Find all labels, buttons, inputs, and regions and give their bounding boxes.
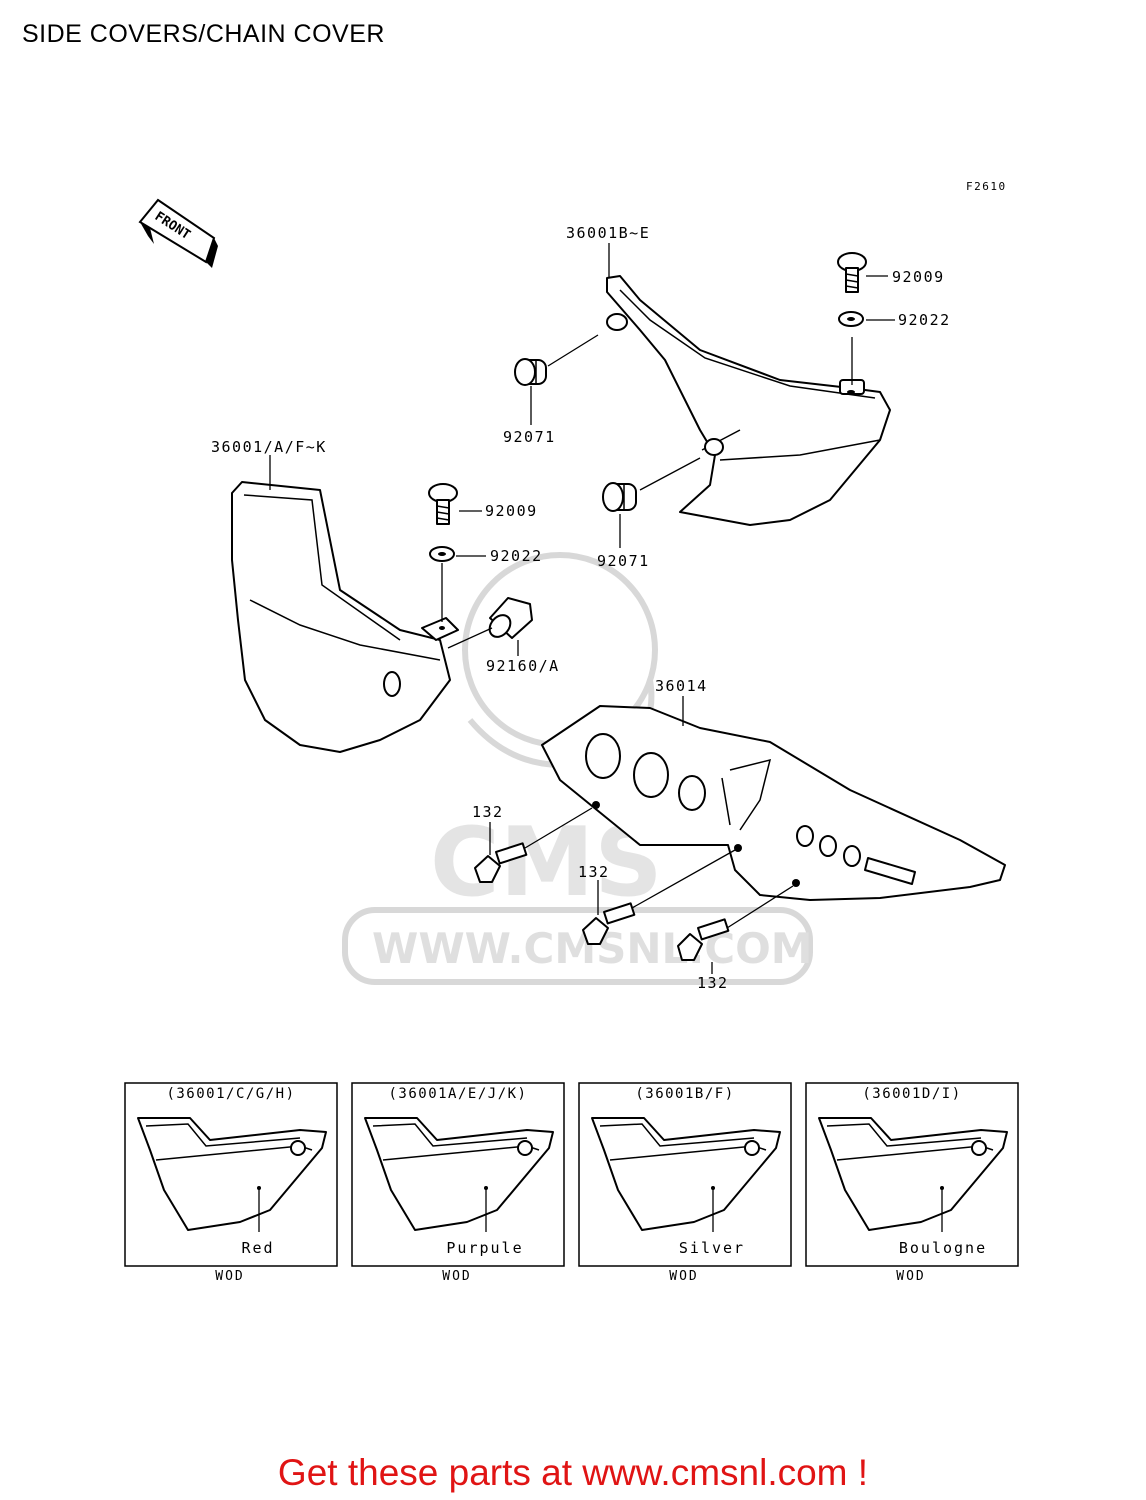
chain-cover [541, 705, 1006, 901]
variant-wod: WOD [442, 1269, 471, 1284]
footer-promo-link[interactable]: Get these parts at www.cmsnl.com ! [277, 1452, 869, 1493]
right-side-cover [606, 275, 891, 526]
label-132-a: 132 [472, 803, 504, 821]
variant-code: (36001D/I) [862, 1086, 961, 1102]
grommet-92071-a [514, 358, 547, 386]
variant-wod: WOD [669, 1269, 698, 1284]
label-36001b-e: 36001B~E [566, 224, 650, 242]
bolt-132-a [474, 842, 528, 883]
leader-lines [269, 243, 895, 974]
washer-92022-a [838, 311, 864, 327]
variant-color: Purpule [446, 1239, 523, 1257]
label-92071-b: 92071 [597, 552, 650, 570]
variant-panel-4: (36001D/I) Boulogne WOD [805, 1082, 1019, 1284]
label-92009-a: 92009 [892, 268, 945, 286]
label-132-b: 132 [578, 863, 610, 881]
label-92009-b: 92009 [485, 502, 538, 520]
variant-wod: WOD [896, 1269, 925, 1284]
grommet-92071-b [602, 482, 637, 512]
front-arrow-icon: FRONT [138, 198, 218, 268]
label-92160-a: 92160/A [486, 657, 560, 675]
screw-92009-a [837, 252, 867, 293]
variant-color: Boulogne [899, 1239, 987, 1257]
variant-code: (36001/C/G/H) [166, 1086, 295, 1102]
label-92022-b: 92022 [490, 547, 543, 565]
page-title: SIDE COVERS/CHAIN COVER [22, 20, 385, 48]
bolt-132-b [582, 902, 636, 945]
variant-panel-1: (36001/C/G/H) Red WOD [124, 1082, 338, 1284]
label-132-c: 132 [697, 974, 729, 992]
label-36001-a-f-k: 36001/A/F~K [211, 438, 327, 456]
bolt-132-c [677, 918, 730, 961]
parts-diagram: CMS WWW.CMSNL.COM F2610 FRONT [124, 180, 1019, 1284]
variant-panel-3: (36001B/F) Silver WOD [578, 1082, 792, 1284]
washer-92022-b [429, 546, 455, 562]
variant-color: Red [241, 1239, 274, 1257]
label-92022-a: 92022 [898, 311, 951, 329]
collar-92160 [488, 597, 533, 639]
label-92071-a: 92071 [503, 428, 556, 446]
label-36014: 36014 [655, 677, 708, 695]
screw-92009-b [428, 483, 458, 525]
left-side-cover [231, 481, 459, 753]
variant-color: Silver [679, 1239, 745, 1257]
variant-wod: WOD [215, 1269, 244, 1284]
figure-code: F2610 [966, 180, 1007, 193]
variant-code: (36001B/F) [635, 1086, 734, 1102]
variant-code: (36001A/E/J/K) [388, 1086, 527, 1102]
variant-panel-2: (36001A/E/J/K) Purpule WOD [351, 1082, 565, 1284]
